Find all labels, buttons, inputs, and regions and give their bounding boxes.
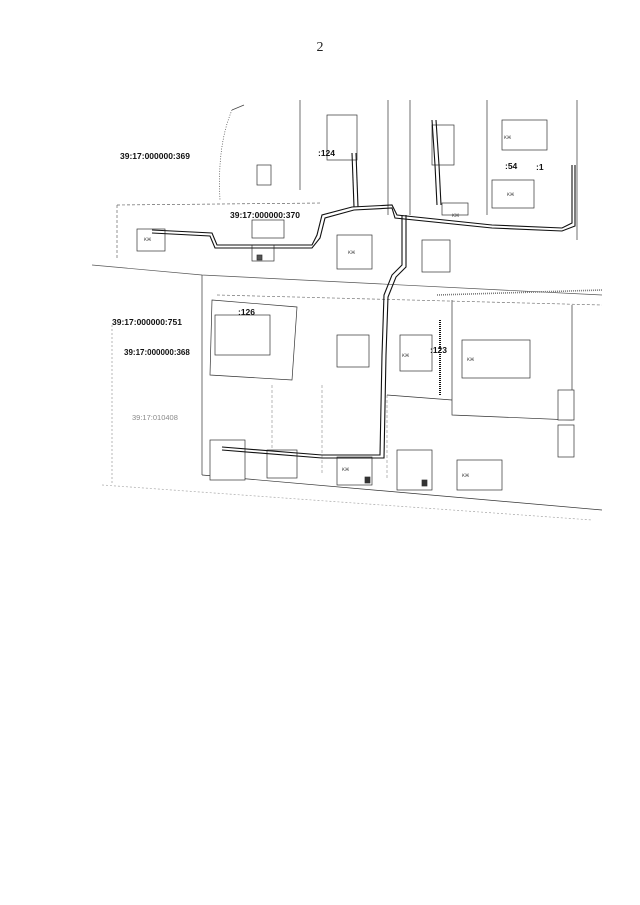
parcel-label-368: 39:17:000000:368 [124, 348, 190, 357]
building-code: КЖ [348, 250, 356, 255]
parcel-label-126: :126 [238, 307, 256, 317]
map-drawing [92, 100, 603, 521]
parcel-label-faint: 39:17:010408 [132, 413, 178, 422]
cadastral-map: КЖ КЖ КЖ КЖ КЖ КЖ КЖ КЖ КЖ 39:17:000000:… [92, 95, 604, 530]
parcel-label-370: 39:17:000000:370 [230, 210, 300, 220]
building-code: КЖ [452, 213, 460, 218]
building-code: КЖ [504, 135, 512, 140]
building-code: КЖ [462, 473, 470, 478]
building-code: КЖ [467, 357, 475, 362]
building-code: КЖ [144, 237, 152, 242]
parcel-label-369: 39:17:000000:369 [120, 151, 190, 161]
parcel-label-751: 39:17:000000:751 [112, 317, 182, 327]
parcel-label-123: :123 [430, 345, 448, 355]
page-number: 2 [316, 40, 324, 55]
parcel-label-1: :1 [536, 162, 544, 172]
parcel-label-124: :124 [318, 148, 336, 158]
parcel-label-54: :54 [505, 161, 518, 171]
building-code: КЖ [507, 192, 515, 197]
building-code: КЖ [342, 467, 350, 472]
building-code: КЖ [402, 353, 410, 358]
